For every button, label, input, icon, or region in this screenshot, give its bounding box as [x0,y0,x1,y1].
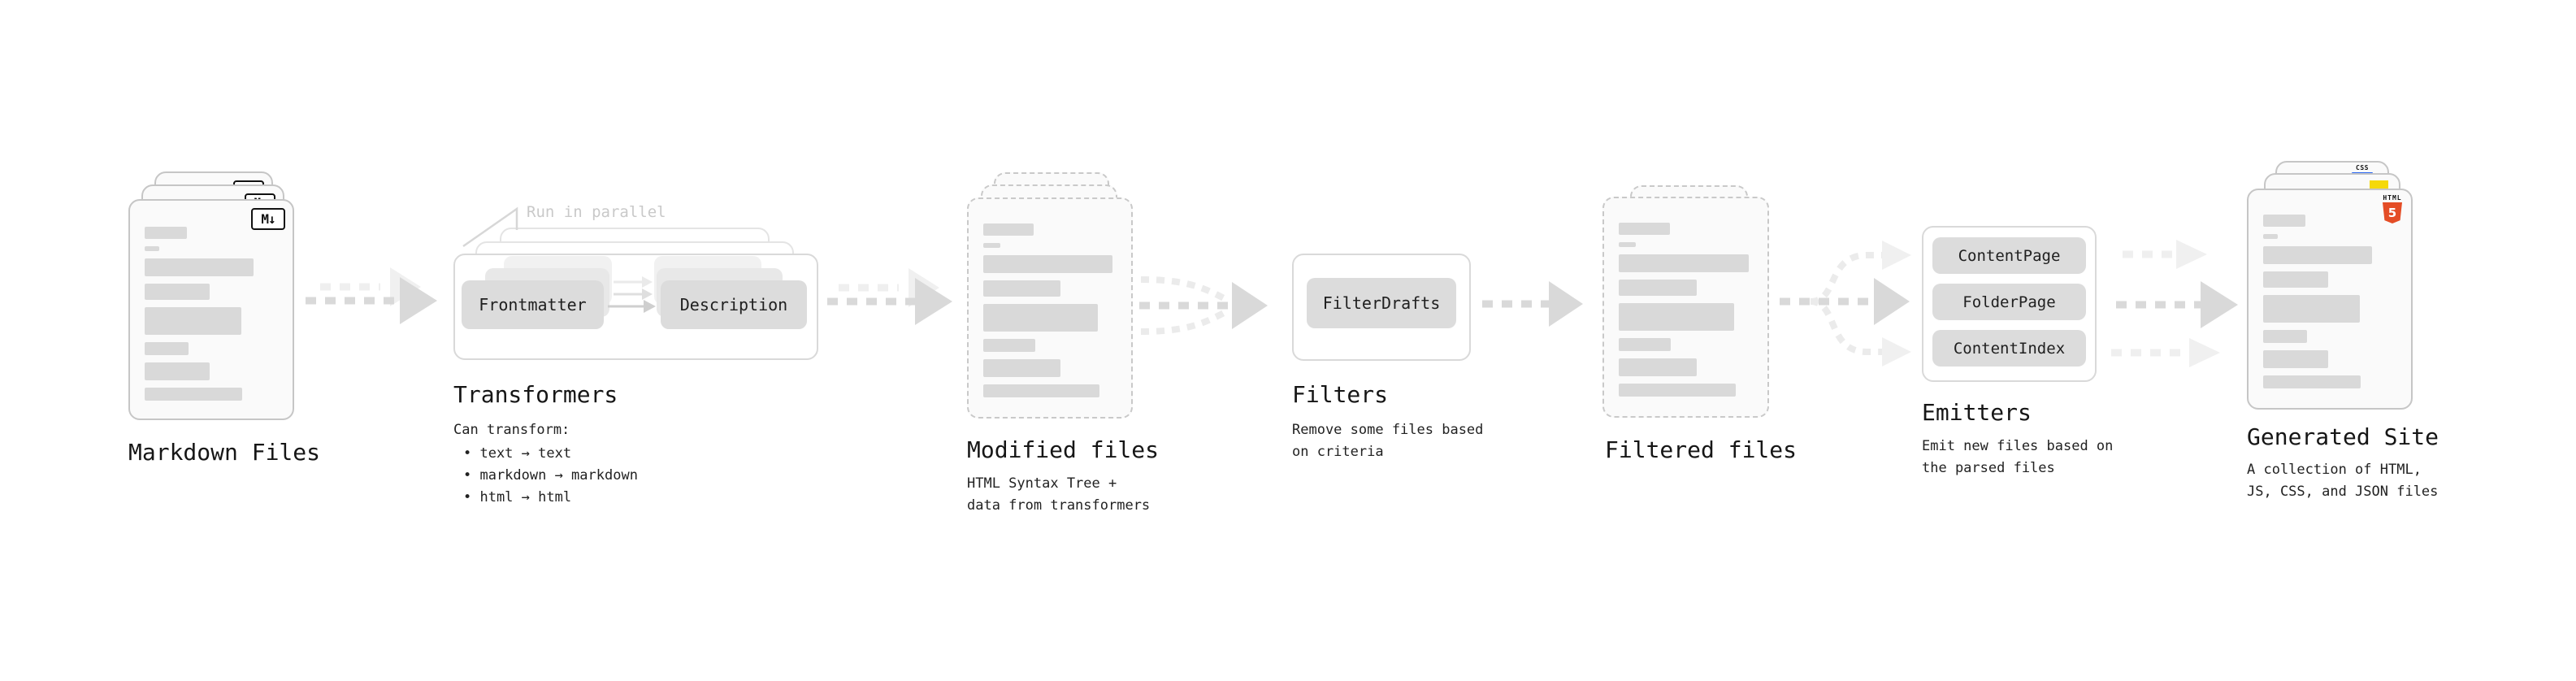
document-skeleton-lines [2263,215,2375,388]
run-in-parallel-annotation: Run in parallel [527,203,666,221]
skeleton-bar [983,255,1113,273]
skeleton-bar [983,280,1061,297]
generated-site-description: A collection of HTML, JS, CSS, and JSON … [2247,462,2439,500]
skeleton-bar [983,304,1099,332]
skeleton-bar [983,359,1061,377]
generated-site-label: Generated Site [2247,423,2439,450]
skeleton-bar [2263,350,2329,368]
transformers-bullet-markdown: • markdown → markdown [463,467,638,484]
emitter-node-folderpage: FolderPage [1932,284,2086,320]
skeleton-bar [145,362,210,380]
skeleton-bar [1619,358,1697,376]
skeleton-bar [2263,215,2306,227]
modified-files-description: HTML Syntax Tree + data from transformer… [967,475,1151,514]
modified-files-label: Modified files [967,436,1160,463]
skeleton-bar [145,258,254,276]
markdown-files-label: Markdown Files [128,439,321,466]
arrow-transformers-to-modified [827,268,952,325]
transformers-label: Transformers [453,381,618,408]
transformer-node-frontmatter: Frontmatter [462,280,604,329]
skeleton-bar [1619,384,1736,397]
arrow-markdown-to-transformers [306,267,437,324]
document-skeleton-lines [145,227,257,401]
skeleton-bar [145,342,189,355]
emitter-node-contentpage: ContentPage [1932,237,2086,274]
skeleton-bar [145,307,241,335]
filters-label: Filters [1292,381,1389,408]
filters-description: Remove some files based on criteria [1292,422,1484,460]
skeleton-bar [2263,330,2307,343]
skeleton-bar [1619,254,1750,272]
skeleton-bar [2263,234,2278,239]
skeleton-bar [2263,375,2361,388]
transformers-description: Can transform: [453,422,570,438]
skeleton-bar [983,384,1099,397]
skeleton-bar [1619,338,1672,351]
filtered-file-card-front [1602,197,1769,418]
arrow-modified-to-filters [1139,276,1268,335]
modified-file-card-front [967,197,1133,419]
skeleton-bar [983,243,1001,248]
skeleton-bar [983,223,1034,236]
transformer-node-description: Description [661,280,807,329]
arrow-emitters-to-generated [2111,240,2238,367]
transformers-bullet-text: • text → text [463,445,572,462]
filtered-files-label: Filtered files [1605,436,1798,463]
filter-node-filterdrafts: FilterDrafts [1307,278,1456,328]
skeleton-bar [145,284,210,300]
generated-file-card-html: HTML 5 [2247,189,2413,410]
document-skeleton-lines [983,223,1117,397]
skeleton-bar [983,339,1035,352]
skeleton-bar [145,246,159,251]
skeleton-bar [1619,280,1697,296]
skeleton-bar [145,227,188,239]
emitters-description: Emit new files based on the parsed files [1922,438,2114,476]
arrow-filters-to-filtered [1482,281,1583,327]
skeleton-bar [145,388,243,401]
skeleton-bar [1619,223,1670,235]
markdown-file-card-front: M↓ [128,199,294,420]
skeleton-bar [2263,246,2372,264]
transformers-bullet-html: • html → html [463,489,572,505]
arrow-filtered-to-emitters [1780,241,1911,367]
skeleton-bar [2263,271,2329,288]
skeleton-bar [1619,242,1637,247]
markdown-icon: M↓ [251,208,285,230]
skeleton-bar [2263,295,2360,323]
emitters-label: Emitters [1922,399,2032,426]
emitter-node-contentindex: ContentIndex [1932,330,2086,367]
document-skeleton-lines [1619,223,1753,397]
skeleton-bar [1619,303,1734,331]
html5-icon: HTML 5 [2380,194,2405,223]
